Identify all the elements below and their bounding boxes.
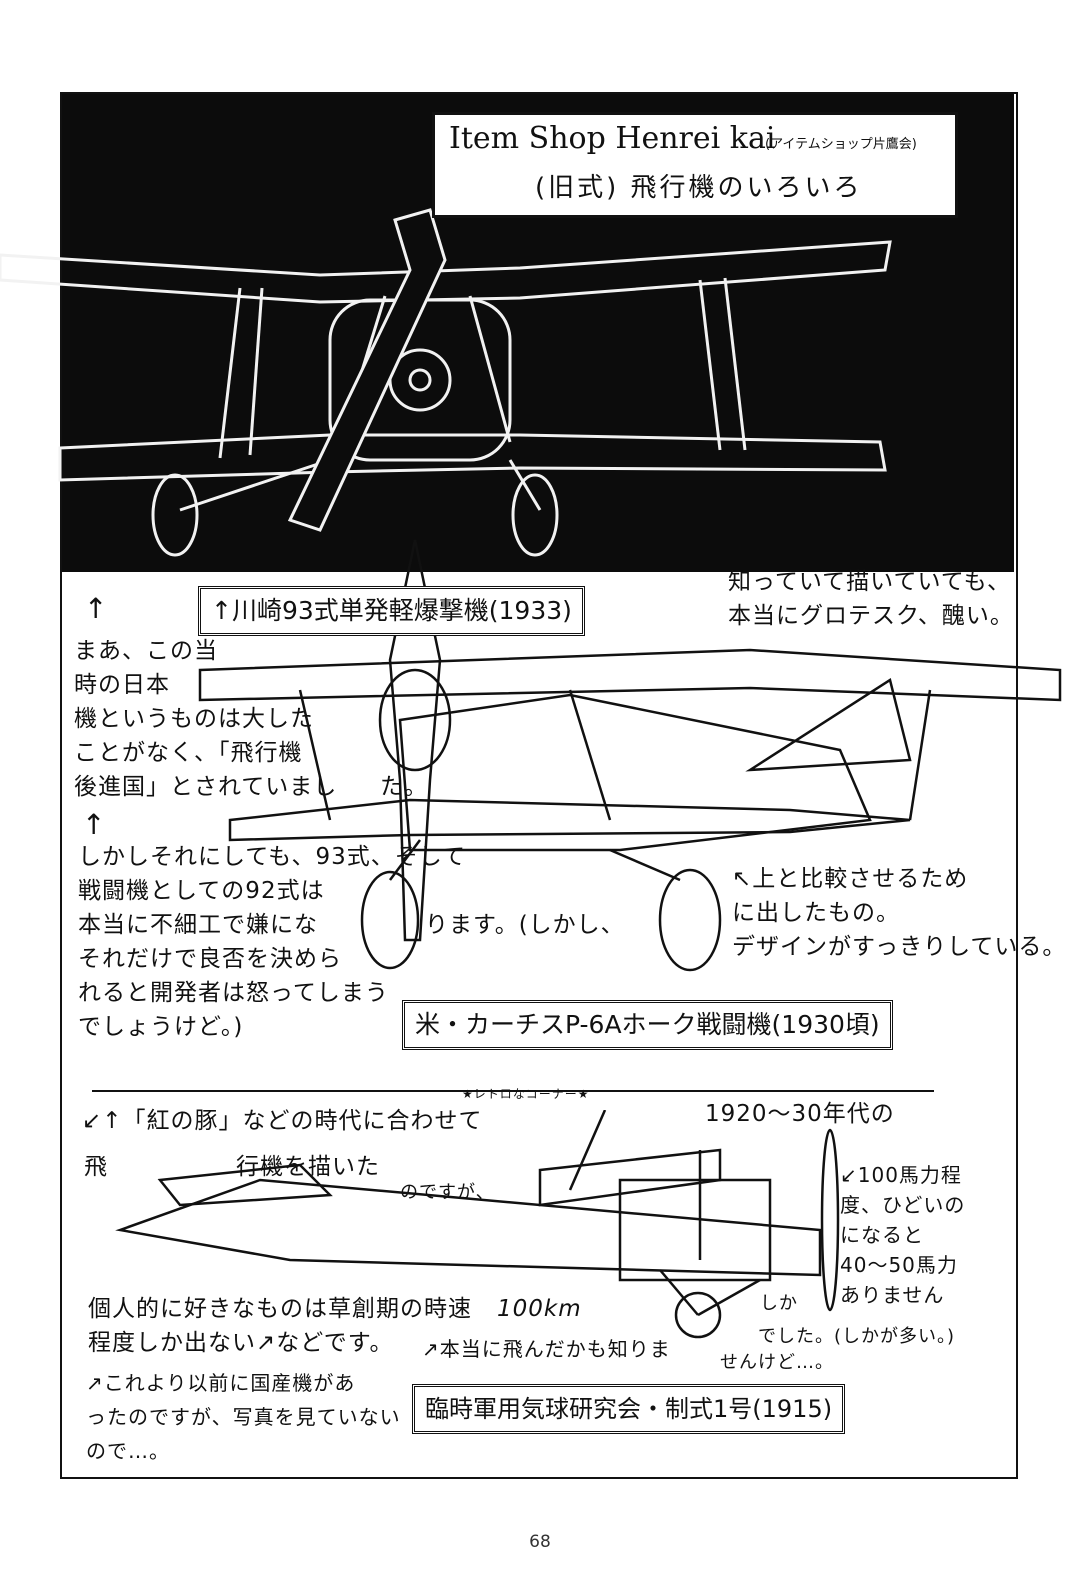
page-number: 68	[529, 1532, 551, 1552]
japan-aviation-note-end: た。	[380, 774, 428, 800]
balloon-research-plane-caption: 臨時軍用気球研究会・制式1号(1915)	[412, 1384, 846, 1434]
kawasaki-type93-caption: ↑川崎93式単発軽爆撃機(1933)	[198, 586, 585, 636]
type93-criticism-note: しかしそれにしても、93式、そして 戦闘機としての92式は 本当に不細工で嫌にな	[78, 844, 467, 938]
biplane-front-illustration	[0, 208, 892, 557]
shop-title-subtitle: (アイテムショップ片鷹会)	[765, 137, 917, 152]
shop-title: Item Shop Henrei kai	[449, 121, 776, 156]
retro-corner-label: ★レトロなコーナー★	[462, 1087, 590, 1101]
did-it-fly-note-end: せんけど…。	[720, 1352, 834, 1373]
type93-criticism-note-end: それだけで良否を決めら れると開発者は怒ってしまう でしょうけど。)	[78, 946, 389, 1040]
era-note: 1920〜30年代の	[705, 1101, 895, 1127]
engine-power-note-end: でした。(しかが多い。)	[758, 1326, 956, 1347]
side-note-grotesque: 知っていて描いていても、 本当にグロテスク、醜い。	[728, 569, 1014, 629]
up-arrow-note: ↑	[84, 592, 109, 625]
section-divider	[92, 1090, 934, 1092]
up-arrow-note-2: ↑	[82, 808, 107, 841]
porco-rosso-note: ↙↑「紅の豚」などの時代に合わせて	[82, 1108, 483, 1134]
draw-note-a: 飛	[84, 1154, 108, 1180]
shika-note: しか	[760, 1293, 798, 1314]
did-it-fly-note: ↗本当に飛んだかも知りま	[422, 1337, 671, 1361]
curtiss-hawk-illustration	[198, 539, 1062, 972]
engine-power-note: ↙100馬力程 度、ひどいの になると 40〜50馬力 ありません	[840, 1163, 966, 1307]
shop-title-box: Item Shop Henrei kai (アイテムショップ片鷹会) (旧式) …	[432, 112, 958, 218]
section-heading: (旧式) 飛行機のいろいろ	[535, 173, 863, 203]
type93-criticism-note-mid: ります。(しかし、	[425, 912, 625, 938]
personal-favorite-note-2: 程度しか出ない↗などです。	[88, 1330, 394, 1356]
personal-favorite-note: 個人的に好きなものは草創期の時速	[88, 1296, 472, 1322]
military-balloon-research-plane-illustration	[115, 1110, 840, 1339]
comparison-note: ↖上と比較させるため に出したもの。 デザインがすっきりしている。	[732, 866, 1067, 960]
domestic-plane-note: ↗これより以前に国産機があ ったのですが、写真を見ていない ので…。	[86, 1371, 401, 1463]
draw-note-c: のですが、	[400, 1182, 495, 1203]
curtiss-hawk-caption: 米・カーチスP-6Aホーク戦闘機(1930頃)	[402, 1000, 893, 1050]
draw-note-b: 行機を描いた	[236, 1154, 380, 1180]
japan-aviation-note: まあ、この当 時の日本 機というものは大した ことがなく、「飛行機 後進国」とさ…	[74, 638, 338, 800]
speed-note: 100km	[497, 1296, 582, 1322]
